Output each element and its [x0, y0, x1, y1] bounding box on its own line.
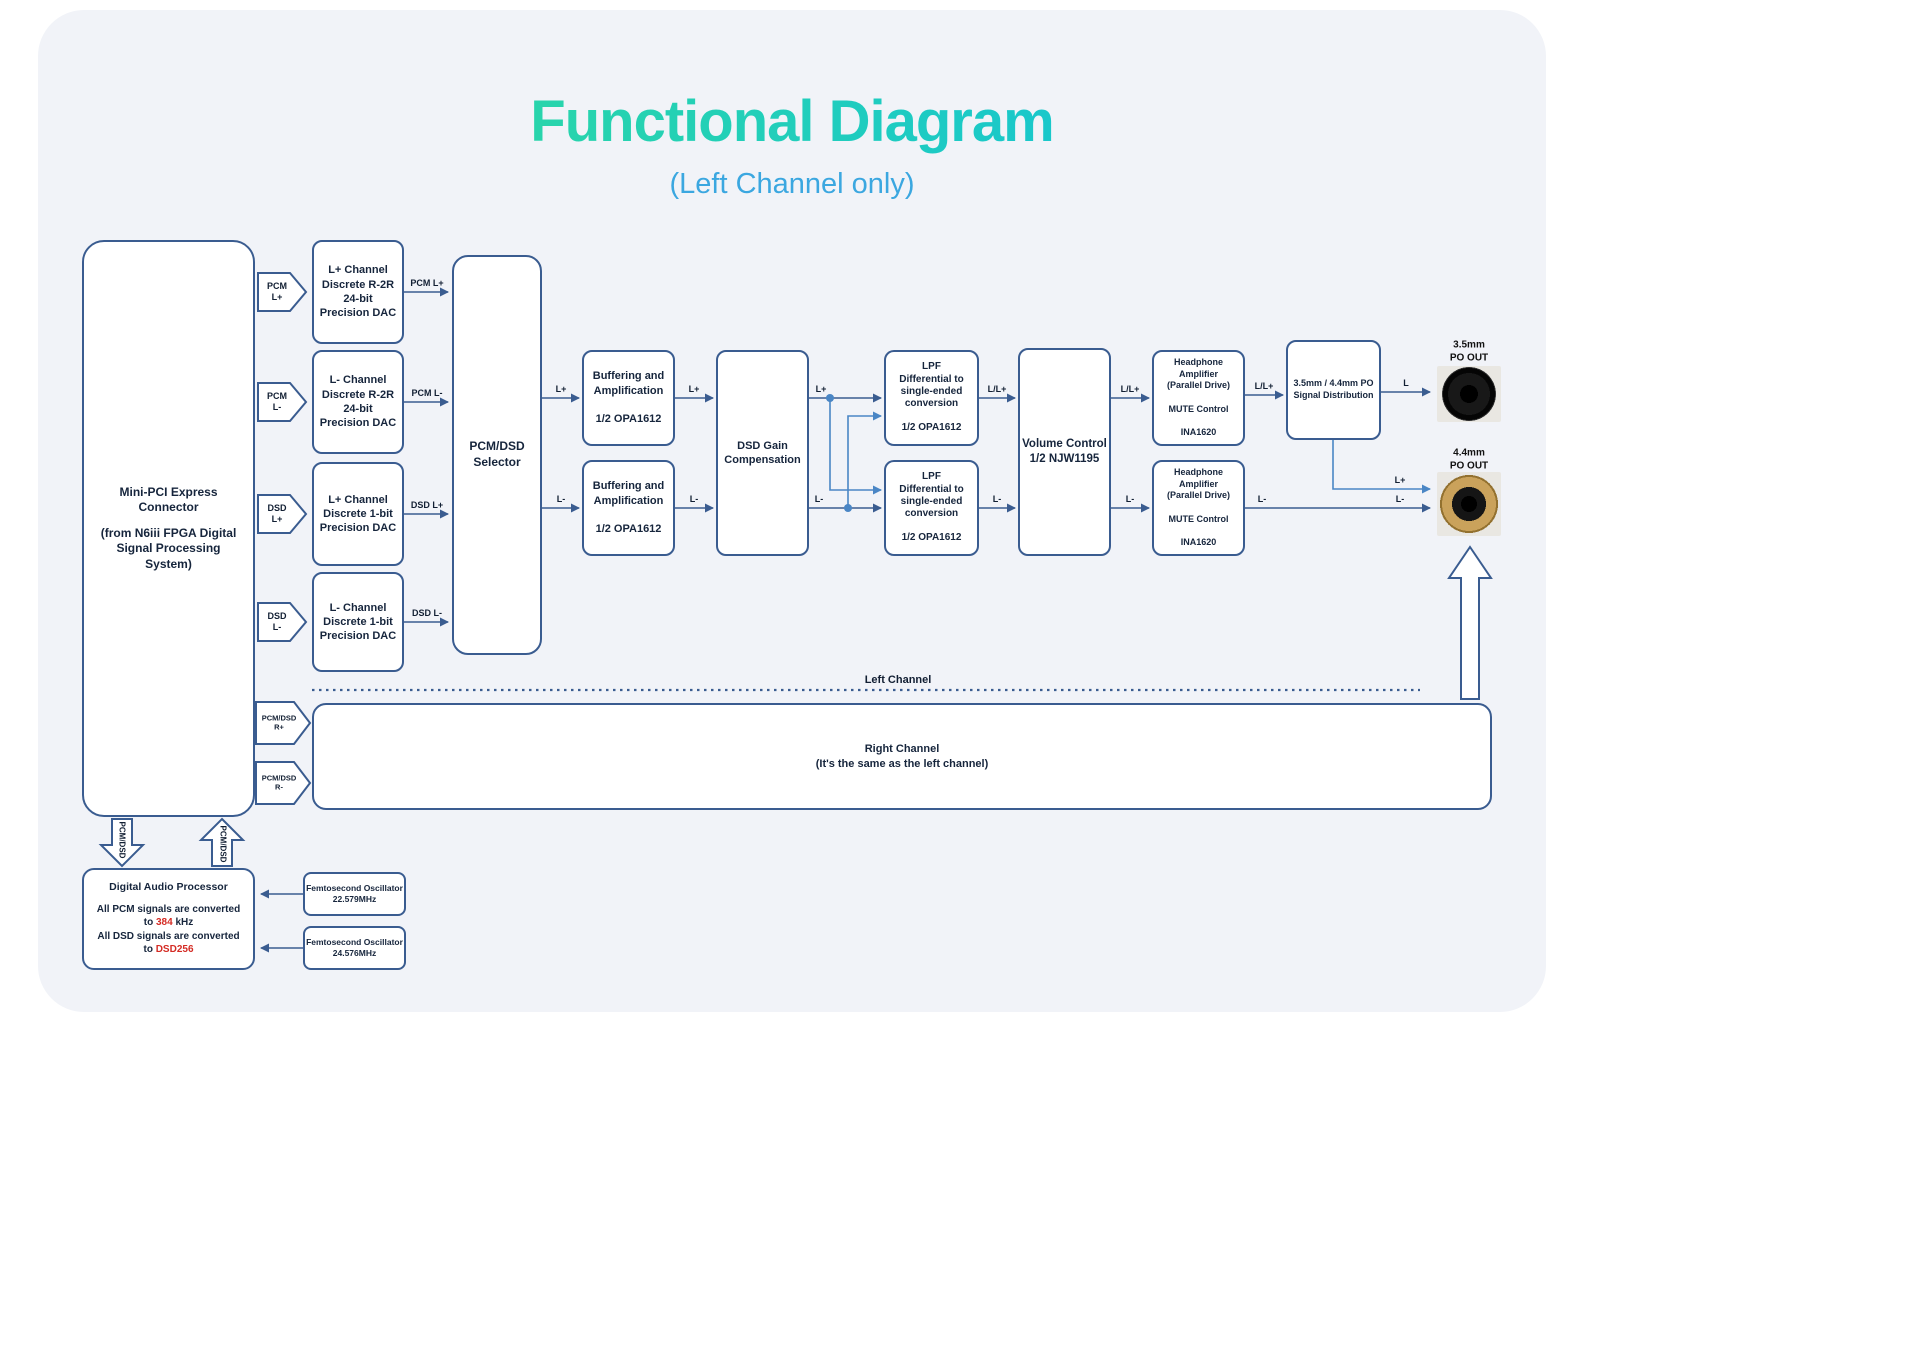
wire-label: PCM L+	[410, 278, 444, 288]
wire-label: L-	[814, 494, 824, 504]
block-buffer-top: Buffering and Amplification 1/2 OPA1612	[582, 350, 675, 446]
dap-dsd-value: DSD256	[155, 944, 194, 956]
wire-label: DSD L+	[410, 500, 444, 510]
wire-label: L+	[1394, 475, 1406, 485]
pcmdsd-up-label: PCM/DSD	[218, 825, 228, 863]
wire-label: PCM L-	[411, 388, 443, 398]
block-headphone-amp-top: Headphone Amplifier (Parallel Drive) MUT…	[1152, 350, 1245, 446]
jack-3-5mm-photo	[1437, 366, 1501, 422]
jack-4-4mm-connector	[1438, 473, 1500, 535]
block-dac-r2r-lplus: L+ Channel Discrete R-2R 24-bit Precisio…	[312, 240, 404, 344]
wire-label: DSD L-	[412, 608, 442, 618]
pcmdsd-down-label: PCM/DSD	[117, 821, 127, 859]
block-lpf-bottom: LPF Differential to single-ended convers…	[884, 460, 979, 556]
page-title: Functional Diagram	[38, 88, 1546, 155]
wire-label: L-	[992, 494, 1002, 504]
left-channel-label: Left Channel	[864, 674, 932, 686]
port-label-pcmdsd-rplus: PCM/DSD R+	[261, 713, 297, 732]
dap-pcm-line2: to 384 kHz	[143, 917, 194, 929]
block-oscillator-22579: Femtosecond Oscillator 22.579MHz	[303, 872, 406, 916]
port-label-pcmdsd-rminus: PCM/DSD R-	[261, 773, 297, 792]
dap-dsd-line2: to DSD256	[143, 944, 194, 956]
jack-4-4mm-label: 4.4mm PO OUT	[1449, 447, 1489, 472]
wire-label: L-	[1125, 494, 1135, 504]
page-subtitle: (Left Channel only)	[669, 168, 915, 200]
dap-title: Digital Audio Processor	[109, 881, 228, 894]
wire-label: L/L+	[1120, 384, 1140, 394]
block-volume-control: Volume Control 1/2 NJW1195	[1018, 348, 1111, 556]
wire-label: L-	[556, 494, 566, 504]
wire-label: L+	[688, 384, 700, 394]
dap-pcm-line1: All PCM signals are converted	[96, 903, 241, 915]
wire-label: L/L+	[1254, 381, 1274, 391]
jack-4-4mm-photo	[1437, 472, 1501, 536]
wire-label: L+	[815, 384, 827, 394]
dap-dsd-line1: All DSD signals are converted	[97, 930, 240, 942]
block-signal-distribution: 3.5mm / 4.4mm PO Signal Distribution	[1286, 340, 1381, 440]
block-right-channel: Right Channel (It's the same as the left…	[312, 703, 1492, 810]
wire-label: L+	[555, 384, 567, 394]
block-dac-1bit-lplus: L+ Channel Discrete 1-bit Precision DAC	[312, 462, 404, 566]
wire-label: L-	[1395, 494, 1405, 504]
port-label-pcm-lminus: PCM L-	[267, 390, 287, 412]
mini-pci-subtitle: (from N6iii FPGA Digital Signal Processi…	[100, 525, 237, 571]
mini-pci-title: Mini-PCI Express Connector	[119, 484, 218, 515]
block-pcm-dsd-selector: PCM/DSD Selector	[452, 255, 542, 655]
block-headphone-amp-bottom: Headphone Amplifier (Parallel Drive) MUT…	[1152, 460, 1245, 556]
port-label-pcm-lplus: PCM L+	[267, 280, 287, 302]
jack-3-5mm-connector	[1442, 367, 1496, 421]
block-oscillator-24576: Femtosecond Oscillator 24.576MHz	[303, 926, 406, 970]
wire-label: L-	[689, 494, 699, 504]
block-dac-1bit-lminus: L- Channel Discrete 1-bit Precision DAC	[312, 572, 404, 672]
wire-label: L-	[1257, 494, 1267, 504]
block-dsd-gain-compensation: DSD Gain Compensation	[716, 350, 809, 556]
block-lpf-top: LPF Differential to single-ended convers…	[884, 350, 979, 446]
block-digital-audio-processor: Digital Audio Processor All PCM signals …	[82, 868, 255, 970]
dap-pcm-value: 384	[155, 917, 173, 929]
wire-label: L	[1403, 378, 1409, 388]
block-mini-pci-connector: Mini-PCI Express Connector (from N6iii F…	[82, 240, 255, 817]
port-label-dsd-lminus: DSD L-	[267, 610, 287, 632]
jack-3-5mm-label: 3.5mm PO OUT	[1449, 339, 1489, 364]
block-buffer-bottom: Buffering and Amplification 1/2 OPA1612	[582, 460, 675, 556]
wire-label: L/L+	[987, 384, 1007, 394]
port-label-dsd-lplus: DSD L+	[267, 502, 287, 524]
block-dac-r2r-lminus: L- Channel Discrete R-2R 24-bit Precisio…	[312, 350, 404, 454]
